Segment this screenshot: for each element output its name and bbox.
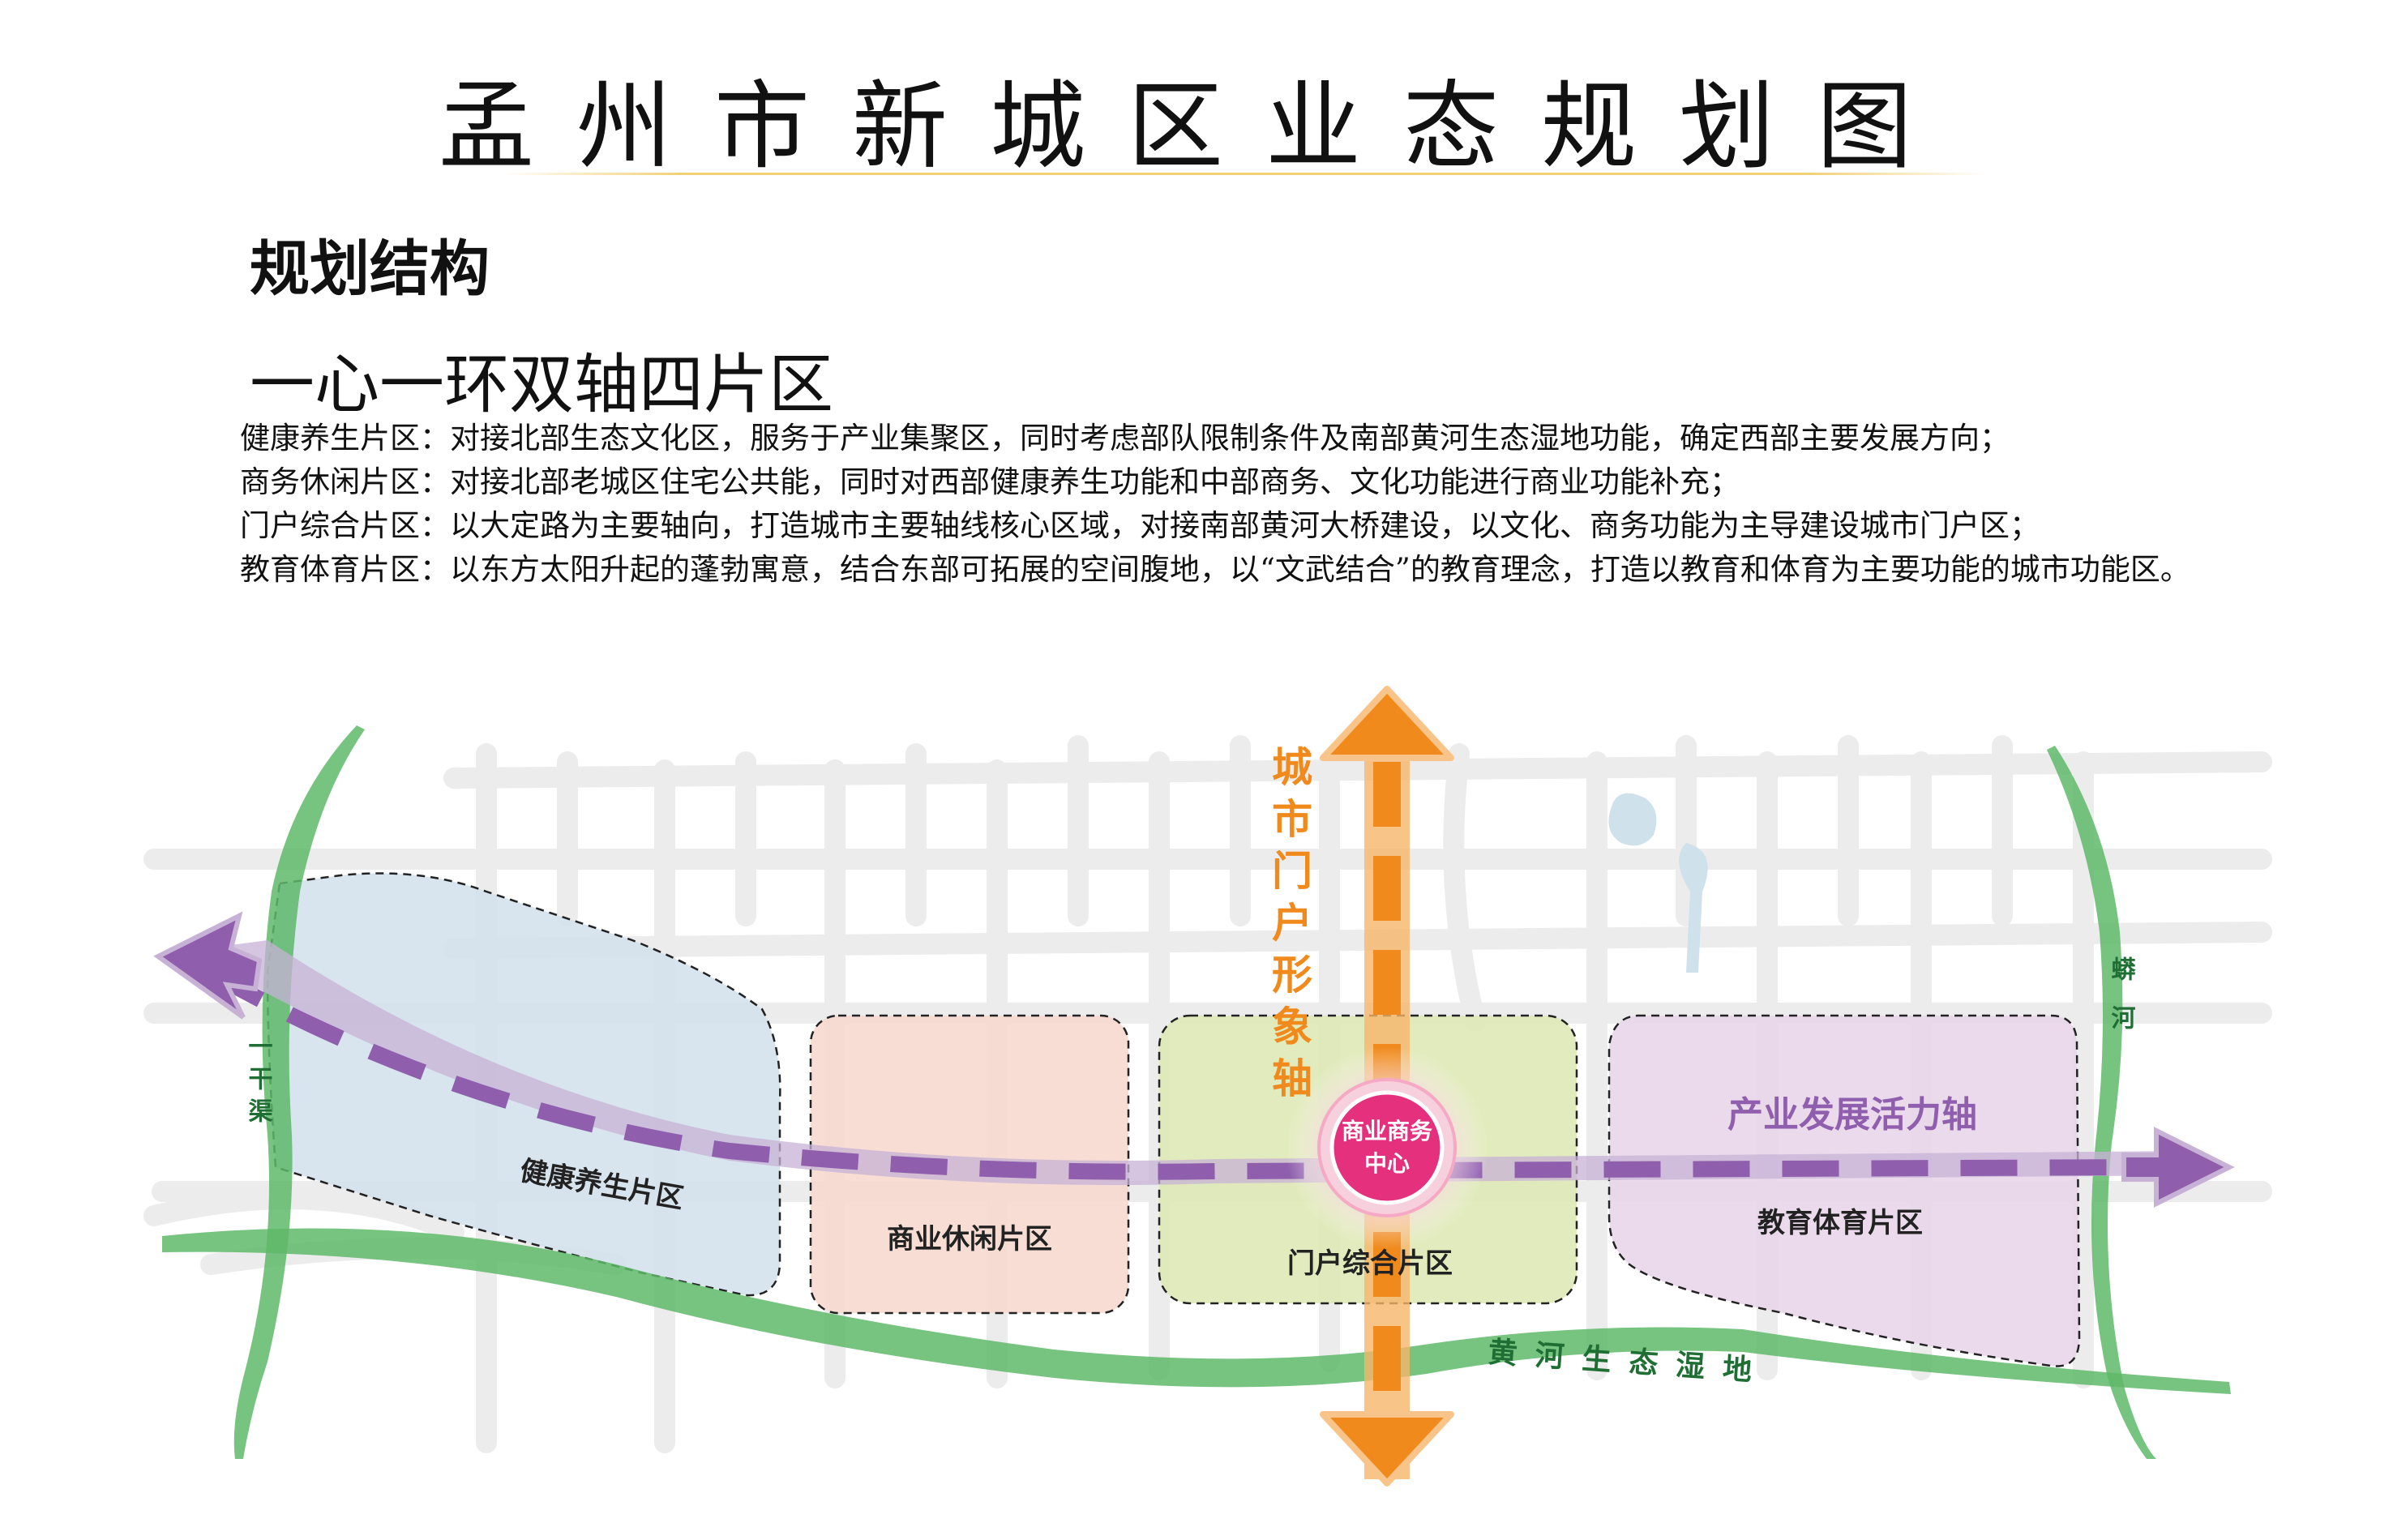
- gateway-zone-label: 门户综合片区: [1287, 1247, 1453, 1280]
- description-health: 健康养生片区：对接北部生态文化区，服务于产业集聚区，同时考虑部队限制条件及南部黄…: [240, 421, 2010, 456]
- horizontal-axis-arrow-east: [2121, 1127, 2235, 1208]
- title-underline: [503, 173, 1986, 175]
- commerce-zone-label: 商业休闲片区: [887, 1223, 1052, 1256]
- description-gateway: 门户综合片区：以大定路为主要轴向，打造城市主要轴线核心区域，对接南部黄河大桥建设…: [240, 508, 2040, 543]
- horizontal-axis-label: 产业发展活力轴: [1727, 1094, 1977, 1136]
- center-label-line1: 商业商务: [1342, 1118, 1432, 1144]
- horizontal-axis-arrow-west: [153, 911, 263, 1020]
- wetland-band: [162, 1228, 2231, 1394]
- description-education: 教育体育片区：以东方太阳升起的蓬勃寓意，结合东部可拓展的空间腹地，以“文武结合”…: [240, 552, 2190, 587]
- vertical-axis-arrow-south: [1320, 1411, 1454, 1487]
- description-commerce: 商务休闲片区：对接北部老城区住宅公共能，同时对西部健康养生功能和中部商务、文化功…: [240, 464, 1740, 499]
- east-river: [2047, 746, 2156, 1459]
- west-canal-label: 一干渠: [244, 1033, 273, 1131]
- education-zone-label: 教育体育片区: [1757, 1207, 1923, 1239]
- description-block: 健康养生片区：对接北部生态文化区，服务于产业集聚区，同时考虑部队限制条件及南部黄…: [240, 417, 2234, 592]
- section-subheading: 一心一环双轴四片区: [250, 347, 833, 422]
- page-title: 孟州市新城区业态规划图: [438, 71, 1954, 182]
- center-core: [1329, 1090, 1445, 1205]
- vertical-axis-arrow-north: [1320, 686, 1454, 761]
- water-bodies: [1608, 793, 1708, 973]
- east-river-label: 蟒河: [2107, 956, 2136, 1054]
- vertical-axis-label: 城市门户形象轴: [1265, 746, 1312, 1109]
- section-heading: 规划结构: [250, 234, 490, 304]
- education-zone: [1607, 1014, 2081, 1367]
- west-canal: [233, 725, 365, 1459]
- horizontal-axis-line: [207, 965, 2149, 1180]
- center-label-line2: 中心: [1364, 1150, 1410, 1177]
